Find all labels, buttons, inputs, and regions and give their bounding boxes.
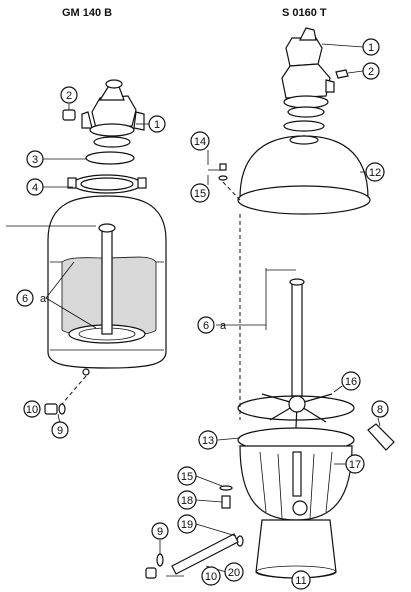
svg-text:1: 1 xyxy=(154,119,160,131)
callout-right-18: 18 xyxy=(177,490,197,510)
right-pressure-gauge-cap xyxy=(335,69,349,79)
svg-text:14: 14 xyxy=(194,136,206,148)
svg-text:1: 1 xyxy=(368,42,374,54)
callout-right-6: 6 a xyxy=(197,316,227,334)
left-o-ring xyxy=(85,151,135,165)
callout-left-2: 2 xyxy=(60,86,78,104)
callout-right-12: 12 xyxy=(365,162,385,182)
left-tank xyxy=(47,195,167,376)
svg-text:15: 15 xyxy=(181,471,193,483)
callout-left-6: 6 a xyxy=(16,289,47,307)
svg-text:9: 9 xyxy=(157,526,163,538)
callout-right-19: 19 xyxy=(177,514,197,534)
right-callouts: 1 2 12 14 15 6 a 16 8 xyxy=(151,38,389,590)
svg-text:2: 2 xyxy=(368,66,374,78)
callout-left-1: 1 xyxy=(148,115,166,133)
callout-right-6-suffix: a xyxy=(220,320,227,332)
callout-left-9: 9 xyxy=(51,421,69,439)
svg-text:2: 2 xyxy=(66,90,72,102)
right-filter-assembly xyxy=(145,27,395,579)
right-lateral-cartridge xyxy=(367,423,395,451)
svg-text:13: 13 xyxy=(202,435,214,447)
callout-right-13: 13 xyxy=(198,430,218,450)
right-drain-pipe xyxy=(145,533,239,579)
left-filter-assembly xyxy=(44,79,167,415)
callout-left-10: 10 xyxy=(23,400,41,418)
svg-text:20: 20 xyxy=(228,567,240,579)
svg-text:3: 3 xyxy=(32,154,38,166)
right-diffuser-ring xyxy=(237,395,355,421)
callout-left-3: 3 xyxy=(26,150,44,168)
svg-text:11: 11 xyxy=(295,575,306,587)
svg-text:17: 17 xyxy=(349,459,361,471)
svg-text:12: 12 xyxy=(369,167,381,179)
right-o-ring xyxy=(283,120,325,132)
left-model-title: GM 140 B xyxy=(62,7,112,19)
left-pressure-gauge-cap xyxy=(62,109,76,121)
svg-text:10: 10 xyxy=(26,404,38,416)
left-multiport-valve xyxy=(81,79,145,148)
left-callouts: 1 2 3 4 6 a 9 10 xyxy=(16,86,166,439)
callout-right-17: 17 xyxy=(345,454,365,474)
right-standpipe-laterals xyxy=(261,278,333,429)
svg-text:6: 6 xyxy=(22,293,28,305)
right-tank-body xyxy=(239,445,353,521)
callout-right-8: 8 xyxy=(371,400,389,418)
right-callout-leaders xyxy=(159,43,381,579)
svg-text:9: 9 xyxy=(57,425,63,437)
callout-left-4: 4 xyxy=(26,178,44,196)
callout-right-2: 2 xyxy=(362,62,380,80)
svg-text:4: 4 xyxy=(32,182,38,194)
left-callout-leaders xyxy=(6,104,150,425)
svg-text:6: 6 xyxy=(203,320,209,332)
callout-right-15-bottom: 15 xyxy=(177,466,197,486)
right-tank-base xyxy=(255,519,337,579)
left-clamp-ring xyxy=(67,174,147,194)
svg-text:10: 10 xyxy=(205,571,217,583)
svg-text:18: 18 xyxy=(181,495,193,507)
right-model-title: S 0160 T xyxy=(282,7,327,19)
svg-text:15: 15 xyxy=(194,188,206,200)
callout-right-9: 9 xyxy=(151,522,169,540)
callout-right-20: 20 xyxy=(224,562,244,582)
right-air-vent-plug xyxy=(218,163,241,201)
callout-right-16: 16 xyxy=(341,371,361,391)
svg-text:8: 8 xyxy=(377,404,383,416)
right-dome-lid xyxy=(237,135,371,215)
svg-text:19: 19 xyxy=(181,519,193,531)
callout-right-14: 14 xyxy=(190,131,210,151)
svg-text:16: 16 xyxy=(345,376,357,388)
callout-right-11: 11 xyxy=(291,570,311,590)
left-drain-plug xyxy=(44,375,87,415)
callout-right-15-top: 15 xyxy=(190,183,210,203)
callout-right-1: 1 xyxy=(362,38,380,56)
right-multiport-valve xyxy=(281,27,335,118)
callout-left-6-suffix: a xyxy=(40,293,47,305)
callout-right-10: 10 xyxy=(201,566,221,586)
